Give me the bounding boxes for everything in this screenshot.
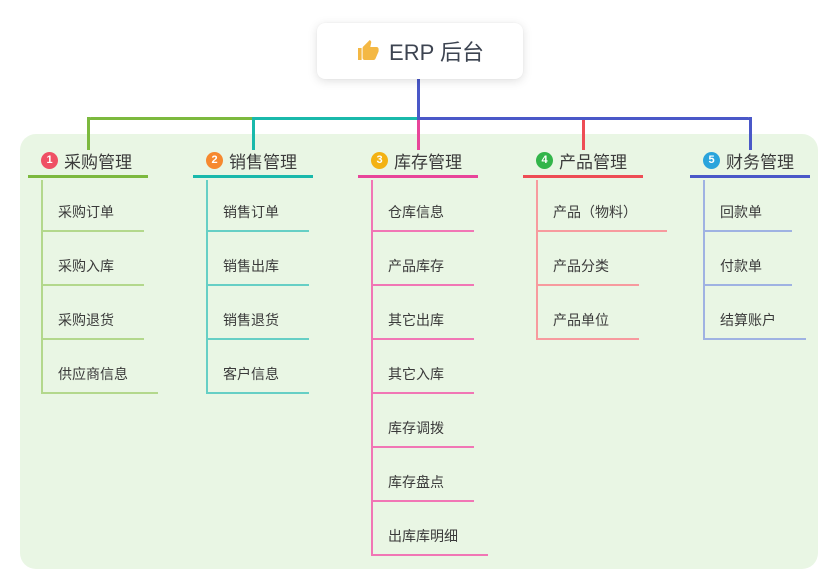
child-node[interactable]: 出库库明细 (371, 528, 488, 556)
branch-node-4[interactable]: 4 产品管理 (523, 147, 643, 178)
child-node[interactable]: 产品库存 (371, 258, 474, 286)
child-node[interactable]: 库存调拨 (371, 420, 474, 448)
child-node[interactable]: 采购入库 (41, 258, 144, 286)
branch-children-line (703, 180, 705, 340)
branch-number-badge: 3 (371, 151, 388, 169)
child-node[interactable]: 其它入库 (371, 366, 474, 394)
root-connector-line (417, 79, 420, 121)
mindmap-panel (20, 134, 818, 569)
child-node[interactable]: 采购退货 (41, 312, 144, 340)
child-node[interactable]: 销售订单 (206, 204, 309, 232)
root-node[interactable]: ERP 后台 (317, 23, 523, 79)
bus-line-green (88, 117, 254, 120)
child-node[interactable]: 供应商信息 (41, 366, 158, 394)
branch-number-badge: 4 (536, 151, 553, 169)
root-node-title: ERP 后台 (389, 40, 484, 65)
branch-number-badge: 2 (206, 151, 223, 169)
child-node[interactable]: 销售出库 (206, 258, 309, 286)
child-node[interactable]: 产品分类 (536, 258, 639, 286)
thumbs-up-icon (356, 39, 380, 63)
branch-label: 产品管理 (559, 152, 627, 172)
branch-drop-line (417, 120, 420, 150)
branch-label: 库存管理 (394, 152, 462, 172)
branch-node-3[interactable]: 3 库存管理 (358, 147, 478, 178)
branch-drop-line (252, 117, 255, 150)
child-node[interactable]: 销售退货 (206, 312, 309, 340)
branch-children-line (536, 180, 538, 340)
branch-label: 采购管理 (64, 152, 132, 172)
branch-children-line (371, 180, 373, 556)
bus-line-blue (417, 117, 751, 120)
branch-drop-line (749, 117, 752, 150)
child-node[interactable]: 采购订单 (41, 204, 144, 232)
child-node[interactable]: 仓库信息 (371, 204, 474, 232)
child-node[interactable]: 结算账户 (703, 312, 806, 340)
branch-number-badge: 5 (703, 151, 720, 169)
child-node[interactable]: 客户信息 (206, 366, 309, 394)
branch-children-line (206, 180, 208, 394)
branch-node-1[interactable]: 1 采购管理 (28, 147, 148, 178)
child-node[interactable]: 产品单位 (536, 312, 639, 340)
branch-node-5[interactable]: 5 财务管理 (690, 147, 810, 178)
child-node[interactable]: 产品（物料） (536, 204, 667, 232)
child-node[interactable]: 其它出库 (371, 312, 474, 340)
branch-label: 销售管理 (229, 152, 297, 172)
branch-label: 财务管理 (726, 152, 794, 172)
child-node[interactable]: 回款单 (703, 204, 792, 232)
branch-node-2[interactable]: 2 销售管理 (193, 147, 313, 178)
bus-line-teal (253, 117, 419, 120)
branch-children-line (41, 180, 43, 394)
branch-drop-line (87, 117, 90, 150)
branch-number-badge: 1 (41, 151, 58, 169)
child-node[interactable]: 付款单 (703, 258, 792, 286)
child-node[interactable]: 库存盘点 (371, 474, 474, 502)
branch-drop-line (582, 120, 585, 150)
